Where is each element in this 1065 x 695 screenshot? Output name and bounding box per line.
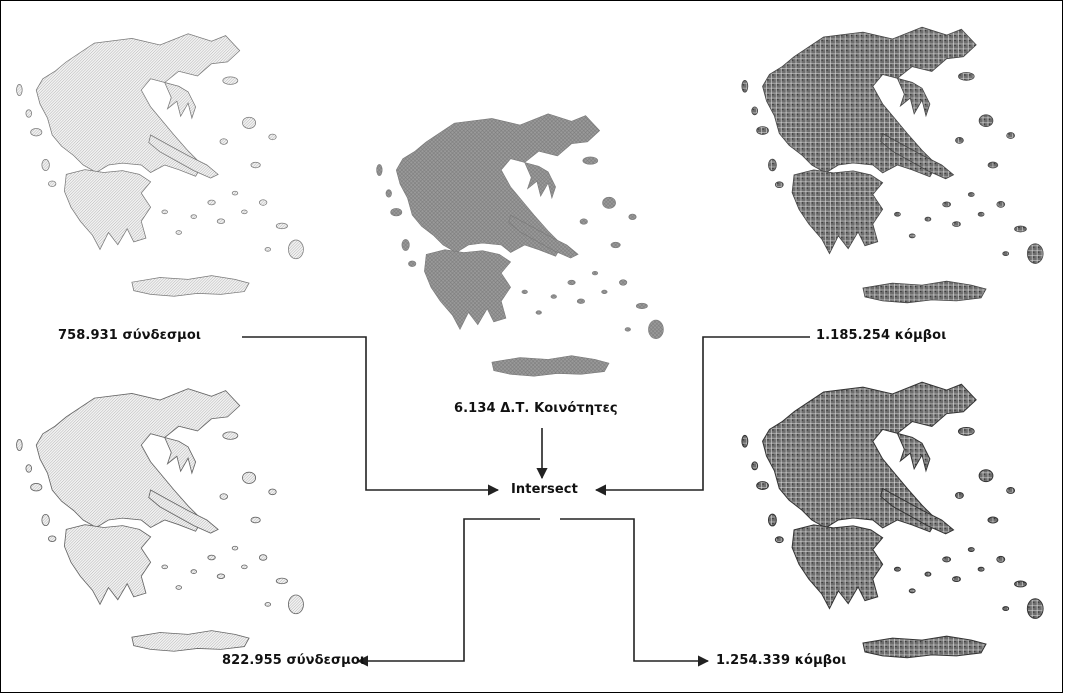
intersect-to-nodes-arrow: [560, 518, 710, 667]
intersect-to-links-arrow: [356, 518, 540, 667]
nodes-top-label: 1.185.254 κόμβοι: [816, 328, 947, 343]
communities-label: 6.134 Δ.Τ. Κοινότητες: [454, 401, 618, 416]
nodes-bottom-label: 1.254.339 κόμβοι: [716, 653, 847, 668]
intersect-label: Intersect: [511, 482, 578, 497]
links-bottom-label: 822.955 σύνδεσμοι: [222, 653, 366, 668]
nodes-to-intersect-arrow: [594, 336, 810, 496]
links-top-label: 758.931 σύνδεσμοι: [58, 328, 202, 343]
links-to-intersect-arrow: [242, 336, 500, 496]
